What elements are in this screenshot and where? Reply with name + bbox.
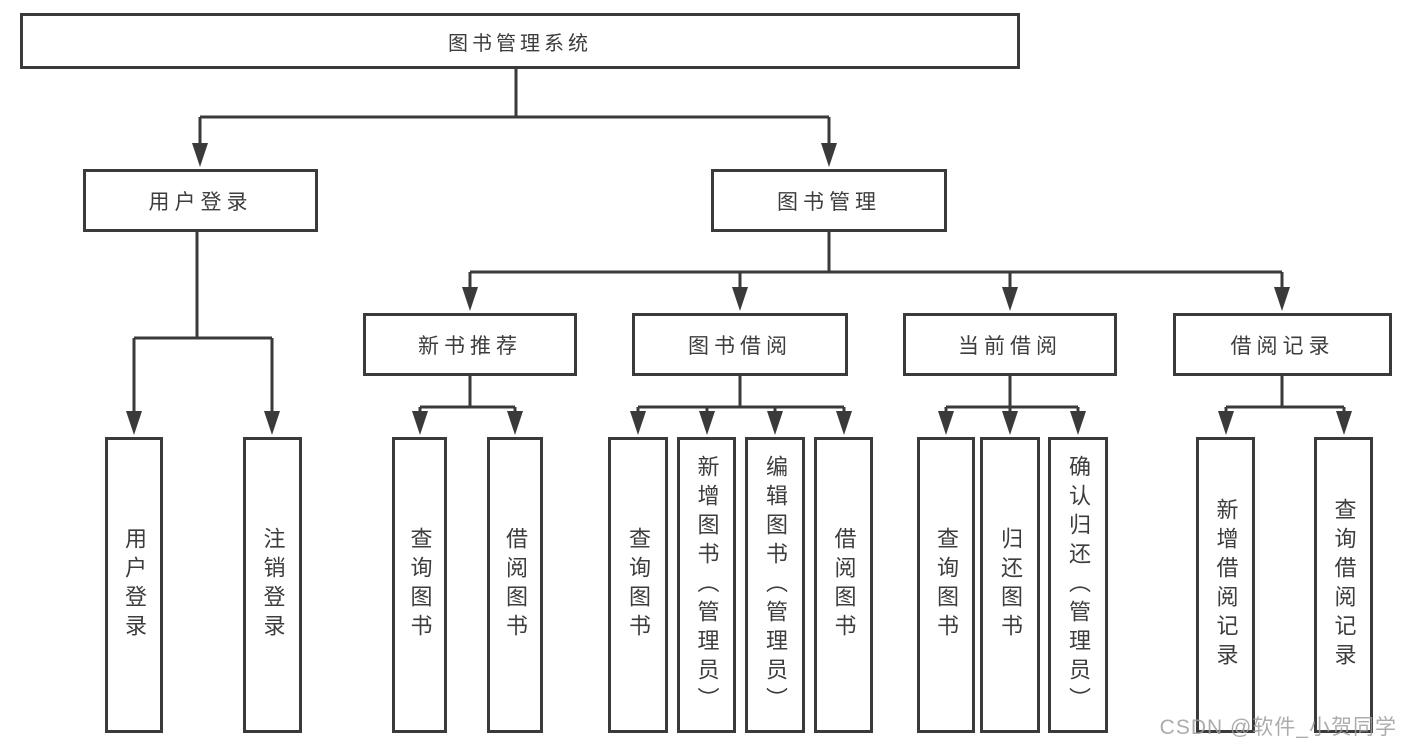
- arrowheads: [126, 143, 1352, 435]
- node-new-book-recommend-label: 新书推荐: [418, 334, 522, 358]
- node-borrow-records: 借阅记录: [1173, 313, 1392, 376]
- leaf-logout-label: 注销登录: [260, 527, 286, 643]
- leaf-user-login: 用户登录: [105, 437, 163, 733]
- node-root-label: 图书管理系统: [448, 32, 592, 55]
- leaf-edit-books-admin-label: 编辑图书（管理员）: [763, 454, 788, 716]
- leaf-query-books-borrowing-label: 查询图书: [626, 527, 651, 643]
- leaf-query-borrow-record: 查询借阅记录: [1314, 437, 1373, 733]
- leaf-return-books-label: 归还图书: [998, 527, 1023, 643]
- node-book-management-label: 图书管理: [777, 190, 881, 214]
- node-current-borrowing: 当前借阅: [903, 313, 1117, 376]
- node-borrow-records-label: 借阅记录: [1230, 334, 1335, 358]
- leaf-borrow-books-label: 借阅图书: [831, 527, 857, 643]
- leaf-add-borrow-record: 新增借阅记录: [1196, 437, 1255, 733]
- node-book-borrowing: 图书借阅: [632, 313, 848, 376]
- node-current-borrowing-label: 当前借阅: [958, 334, 1062, 358]
- leaf-borrow-books: 借阅图书: [814, 437, 873, 733]
- node-book-borrowing-label: 图书借阅: [688, 334, 792, 358]
- leaf-user-login-label: 用户登录: [122, 527, 147, 643]
- node-new-book-recommend: 新书推荐: [363, 313, 577, 376]
- leaf-add-books-admin-label: 新增图书（管理员）: [694, 454, 720, 716]
- leaf-return-books: 归还图书: [980, 437, 1040, 733]
- leaf-query-books-current-label: 查询图书: [934, 527, 959, 643]
- leaf-borrow-books-recommend: 借阅图书: [487, 437, 543, 733]
- leaf-logout: 注销登录: [243, 437, 302, 733]
- node-user-login-label: 用户登录: [148, 190, 253, 214]
- leaf-query-books-recommend: 查询图书: [392, 437, 447, 733]
- node-book-management: 图书管理: [711, 169, 947, 232]
- leaf-edit-books-admin: 编辑图书（管理员）: [745, 437, 805, 733]
- leaf-add-books-admin: 新增图书（管理员）: [677, 437, 736, 733]
- leaf-query-books-borrowing: 查询图书: [608, 437, 668, 733]
- leaf-query-books-current: 查询图书: [917, 437, 975, 733]
- leaf-borrow-books-recommend-label: 借阅图书: [503, 527, 528, 643]
- leaf-query-books-recommend-label: 查询图书: [407, 527, 433, 643]
- leaf-confirm-return-admin: 确认归还（管理员）: [1048, 437, 1108, 733]
- node-root: 图书管理系统: [20, 13, 1020, 69]
- node-user-login: 用户登录: [83, 169, 318, 232]
- leaf-query-borrow-record-label: 查询借阅记录: [1331, 498, 1357, 672]
- leaf-add-borrow-record-label: 新增借阅记录: [1213, 498, 1239, 672]
- leaf-confirm-return-admin-label: 确认归还（管理员）: [1066, 454, 1091, 716]
